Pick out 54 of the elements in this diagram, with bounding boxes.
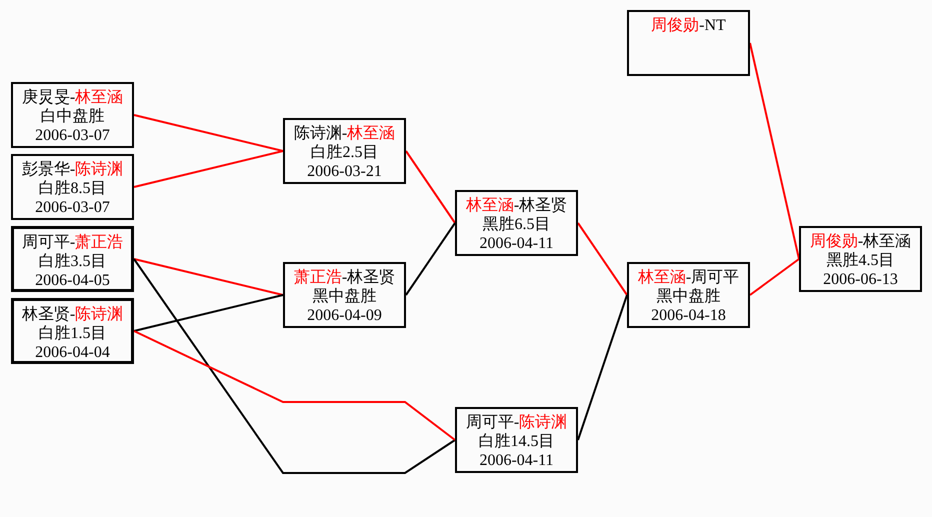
match-box [283,118,406,184]
connector-line [577,222,628,296]
player-names: 萧正浩-林圣贤 [294,268,396,287]
connector-line [405,150,456,224]
player-names: 周俊勋-林至涵 [810,232,912,251]
game-date: 2006-04-11 [479,234,554,253]
connector-line [133,258,456,474]
game-date: 2006-04-18 [651,306,726,325]
match-box [799,226,922,292]
player-names: 林圣贤-陈诗渊 [22,305,124,324]
game-result: 白胜3.5目 [38,252,106,271]
game-result: 白中盘胜 [40,107,104,126]
match-box [11,82,134,148]
game-result: 黑中盘胜 [312,287,376,306]
connector-line [134,114,284,152]
connector-line [749,42,800,260]
game-result: 白胜14.5目 [478,432,554,451]
player-names: 陈诗渊-林至涵 [294,124,396,143]
game-date: 2006-06-13 [823,270,898,289]
player-names: 周可平-陈诗渊 [466,413,568,432]
connector-line [134,150,284,188]
game-date: 2006-03-07 [35,198,110,217]
player-names: 庚炅旻-林至涵 [22,88,124,107]
connector-line [134,258,284,296]
connector-line [134,330,456,441]
game-date: 2006-04-11 [479,451,554,470]
player-names: 周俊勋-NT [651,16,726,35]
game-result: 白胜8.5目 [38,179,106,198]
game-result: 黑胜4.5目 [826,251,894,270]
match-box [11,154,134,220]
match-box [11,298,134,364]
player-names: 周可平-萧正浩 [22,233,124,252]
match-box [11,226,134,292]
match-box [455,190,578,256]
connector-line [749,258,800,296]
game-result: 白胜1.5目 [38,324,106,343]
connector-line [577,294,628,440]
game-result: 黑中盘胜 [656,287,720,306]
game-date: 2006-04-04 [35,343,110,362]
player-names: 彭景华-陈诗渊 [22,160,124,179]
connector-line [134,294,284,332]
connector-line [405,222,456,296]
game-result: 黑胜6.5目 [482,215,550,234]
game-date: 2006-03-21 [307,162,382,181]
match-box [455,407,578,473]
player-names: 林至涵-周可平 [638,268,740,287]
game-date: 2006-03-07 [35,126,110,145]
match-box [627,262,750,328]
player-names: 林至涵-林圣贤 [466,196,568,215]
game-result: 白胜2.5目 [310,143,378,162]
game-date: 2006-04-09 [307,306,382,325]
match-box [283,262,406,328]
match-box [627,10,750,76]
game-date: 2006-04-05 [35,271,110,290]
